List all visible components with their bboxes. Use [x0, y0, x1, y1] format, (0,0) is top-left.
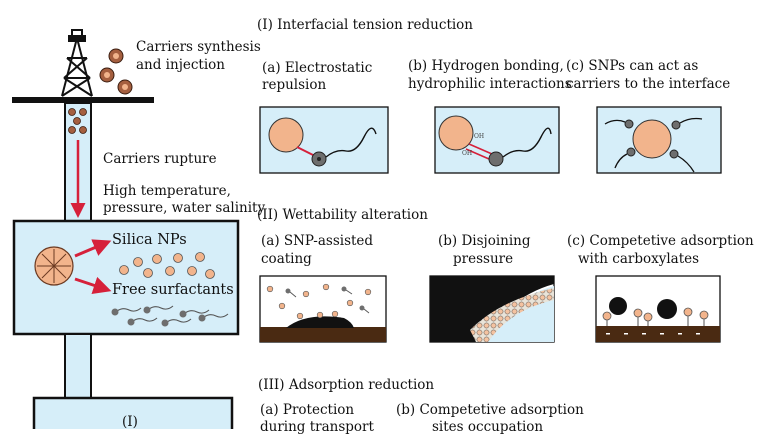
silica-nps-label: Silica NPs [112, 232, 187, 248]
wellbore-lower [64, 333, 92, 401]
oh-label-1: OH [474, 133, 485, 140]
panel-electrostatic [259, 106, 389, 174]
label-2b-line2: pressure [453, 251, 514, 267]
free-surfactants-label: Free surfactants [112, 282, 234, 298]
conditions-label-2: pressure, water salinity [103, 200, 266, 216]
panel-snp-carriers [596, 106, 722, 174]
label-2a-line1: (a) SNP-assisted [261, 233, 374, 249]
label-2b-line1: (b) Disjoining [438, 233, 531, 249]
section-2-title: (II) Wettability alteration [257, 207, 428, 223]
panel-competitive-adsorption [595, 275, 721, 343]
micelle-icon [34, 246, 74, 286]
section-1-title: (I) Interfacial tension reduction [257, 17, 474, 33]
label-2a-line2: coating [261, 251, 312, 267]
oh-label-2: OH [462, 150, 473, 157]
panel-hydrogen-bonding [434, 106, 560, 174]
label-3a-line2: during transport [260, 419, 374, 435]
label-1a-line2: repulsion [262, 77, 327, 93]
label-3b-line1: (b) Competetive adsorption [396, 402, 584, 418]
label-2c-line1: (c) Competetive adsorption [567, 233, 754, 249]
conditions-label-1: High temperature, [103, 183, 231, 199]
label-1a-line1: (a) Electrostatic [262, 60, 373, 76]
surfactant-heads [111, 306, 206, 327]
reservoir-bottom-label: (I) [122, 414, 138, 430]
arrow-to-surfactant [74, 276, 112, 294]
ground-surface [12, 97, 154, 103]
panel-snp-coating [259, 275, 387, 343]
carriers-rupture-label: Carriers rupture [103, 151, 217, 167]
label-1c-line1: (c) SNPs can act as [566, 58, 699, 74]
label-1b-line1: (b) Hydrogen bonding, [408, 58, 564, 74]
label-2c-line2: with carboxylates [578, 251, 700, 267]
label-1c-line2: carriers to the interface [566, 76, 731, 92]
free-surfactants [116, 305, 229, 323]
silica-nanoparticles [119, 252, 215, 279]
carriers-synthesis-label: Carriers synthesis [136, 39, 261, 55]
carriers-injection-label: and injection [136, 57, 225, 73]
carrier-capsules [68, 108, 87, 134]
panel-disjoining-pressure [429, 275, 555, 343]
oil-derrick-icon [61, 29, 93, 97]
label-1b-line2: hydrophilic interactions [408, 76, 572, 92]
arrow-to-silica [74, 239, 112, 258]
carrier-capsules-floating [99, 48, 133, 95]
label-3b-line2: sites occupation [432, 419, 544, 435]
label-3a-line1: (a) Protection [260, 402, 355, 418]
section-3-title: (III) Adsorption reduction [258, 377, 435, 393]
reservoir-bottom [32, 396, 234, 429]
